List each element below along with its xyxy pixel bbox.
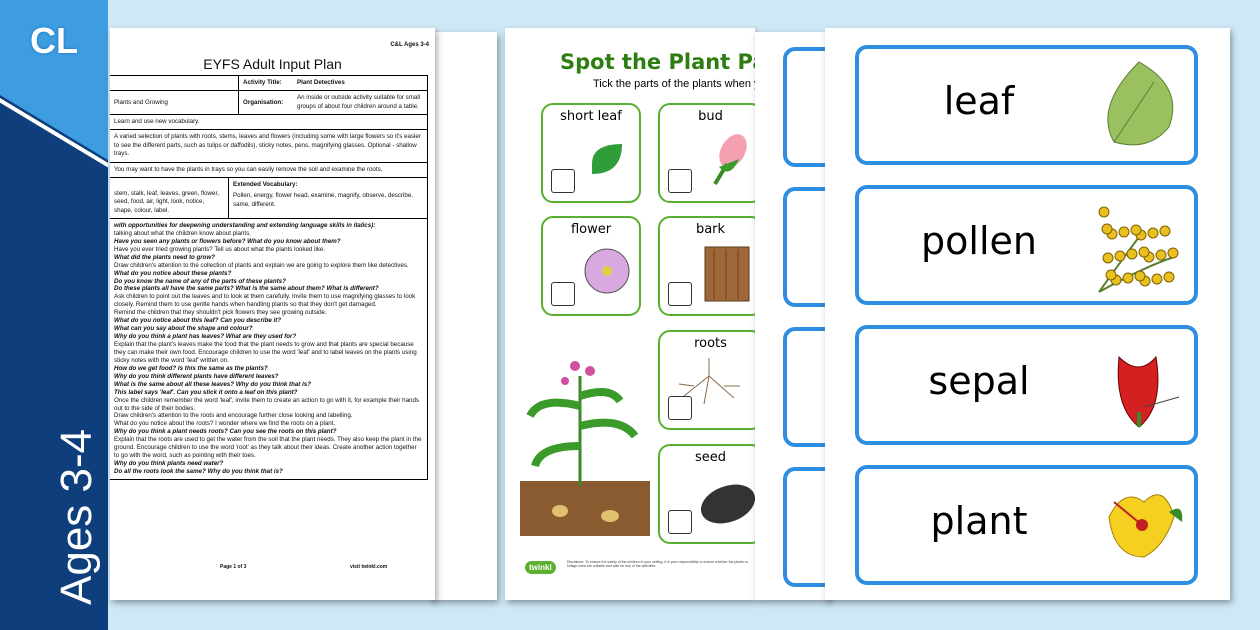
topic: Plants and Growing: [114, 98, 168, 106]
plan-step: What can you say about the shape and col…: [114, 325, 253, 333]
plan-step: Do all the roots look the same? Why do y…: [114, 468, 283, 476]
sepal-image: [1117, 355, 1180, 428]
objective: Learn and use new vocabulary.: [114, 118, 200, 126]
plan-steps: with opportunities for deepening underst…: [110, 219, 427, 479]
plan-step: What did the plants need to grow?: [114, 253, 216, 261]
spot-plant-parts-page: Spot the Plant Parts Tick the parts of t…: [505, 28, 755, 600]
extended-vocabulary: Pollen, energy, flower head, examine, ma…: [233, 192, 413, 208]
plan-step: This label says 'leaf'. Can you stick it…: [114, 388, 298, 396]
category-code: CL: [30, 20, 78, 61]
plan-step: How do we get food? Is this the same as …: [114, 364, 268, 372]
seed-image: [700, 484, 755, 524]
spot-card-bud: bud: [658, 103, 755, 203]
plan-page-2-edge: [430, 32, 497, 600]
spot-card-roots: roots: [658, 330, 755, 430]
plan-step: What do you notice about this leaf? Can …: [114, 317, 282, 325]
safety-disclaimer: Disclaimer: To ensure the safety of the …: [567, 560, 748, 568]
plan-step: talking about what the children know abo…: [114, 229, 251, 237]
age-range: Ages 3-4: [52, 428, 101, 605]
word-cards-page-behind: [755, 32, 843, 600]
organisation: An inside or outside activity suitable f…: [297, 94, 421, 110]
word-cards-page: leaf pollen sepal plant: [825, 28, 1230, 600]
pollen-image: [1098, 206, 1179, 293]
spot-card-bark: bark: [658, 216, 755, 316]
tick-box[interactable]: [551, 282, 575, 306]
plan-step: Draw children's attention to the collect…: [114, 261, 409, 269]
bud-image: [713, 134, 747, 186]
plan-step: What do you notice about the roots? I wo…: [114, 420, 336, 428]
plan-step: What is the same about all these leaves?…: [114, 380, 312, 388]
plan-step: Explain that the roots are used to get t…: [114, 436, 422, 460]
plan-step: Do you know the name of any of the parts…: [114, 277, 286, 285]
leaf-image: [592, 144, 622, 174]
word-card-sepal: sepal: [855, 325, 1198, 445]
plan-table: Activity Title: Plant Detectives Plants a…: [110, 75, 428, 480]
plan-step: Why do you think a plant needs roots? Ca…: [114, 428, 337, 436]
tick-box[interactable]: [668, 510, 692, 534]
activity-title: Plant Detectives: [297, 79, 345, 86]
flower-image: [584, 248, 630, 294]
plan-step: Have you ever tried growing plants? Tell…: [114, 245, 326, 253]
resources: A varied selection of plants with roots,…: [114, 133, 421, 158]
hibiscus-image: [1108, 494, 1183, 558]
tick-box[interactable]: [551, 169, 575, 193]
plan-step: Why do you think different plants have d…: [114, 372, 279, 380]
twinkl-logo: twinkl: [525, 561, 556, 574]
category-banner: CL Ages 3-4: [0, 0, 108, 630]
tick-box[interactable]: [668, 282, 692, 306]
bark-image: [704, 246, 750, 302]
extended-vocab-label: Extended Vocabulary:: [233, 180, 298, 188]
page-number: Page 1 of 3: [220, 564, 247, 570]
word-card-pollen: pollen: [855, 185, 1198, 305]
plan-step: Why do you think a plant has leaves? Wha…: [114, 333, 297, 341]
plan-step: Do these plants all have the same parts?…: [114, 285, 379, 293]
key-vocabulary: stem, stalk, leaf, leaves, green, flower…: [114, 189, 219, 214]
plan-step: Draw children's attention to the roots a…: [114, 412, 353, 420]
roots-image: [678, 358, 740, 405]
leaf-image: [1107, 61, 1174, 146]
tick-box[interactable]: [668, 396, 692, 420]
spot-card-seed: seed: [658, 444, 755, 544]
plan-step: Remind the children that they shouldn't …: [114, 309, 327, 317]
plan-title: EYFS Adult Input Plan: [203, 56, 342, 72]
word-card-leaf: leaf: [855, 45, 1198, 165]
plan-step: What do you notice about these plants?: [114, 269, 232, 277]
plan-step: with opportunities for deepening underst…: [114, 221, 376, 229]
preparation: You may want to have the plants in trays…: [114, 165, 383, 173]
word-card-plant: plant: [855, 465, 1198, 585]
spot-title: Spot the Plant Parts: [560, 50, 755, 74]
plan-step: Explain that the plant's leaves make the…: [114, 341, 417, 364]
plan-header: C&L Ages 3-4: [390, 42, 429, 48]
site-link[interactable]: visit twinkl.com: [350, 564, 388, 570]
tick-box[interactable]: [668, 169, 692, 193]
plan-step: Ask children to point out the leaves and…: [114, 293, 416, 309]
plant-illustration: [520, 361, 650, 536]
spot-subtitle: Tick the parts of the plants when you fi…: [593, 78, 755, 90]
plan-step: Have you seen any plants or flowers befo…: [114, 237, 341, 245]
spot-card-flower: flower: [541, 216, 641, 316]
spot-card-short-leaf: short leaf: [541, 103, 641, 203]
banner-dark-panel: [0, 95, 108, 630]
plan-step: Once the children remember the word 'lea…: [114, 396, 420, 412]
organisation-label: Organisation:: [238, 91, 293, 115]
activity-title-label: Activity Title:: [238, 76, 293, 91]
adult-input-plan-page: C&L Ages 3-4 EYFS Adult Input Plan Activ…: [110, 28, 435, 600]
plan-step: Why do you think plants need water?: [114, 460, 224, 468]
